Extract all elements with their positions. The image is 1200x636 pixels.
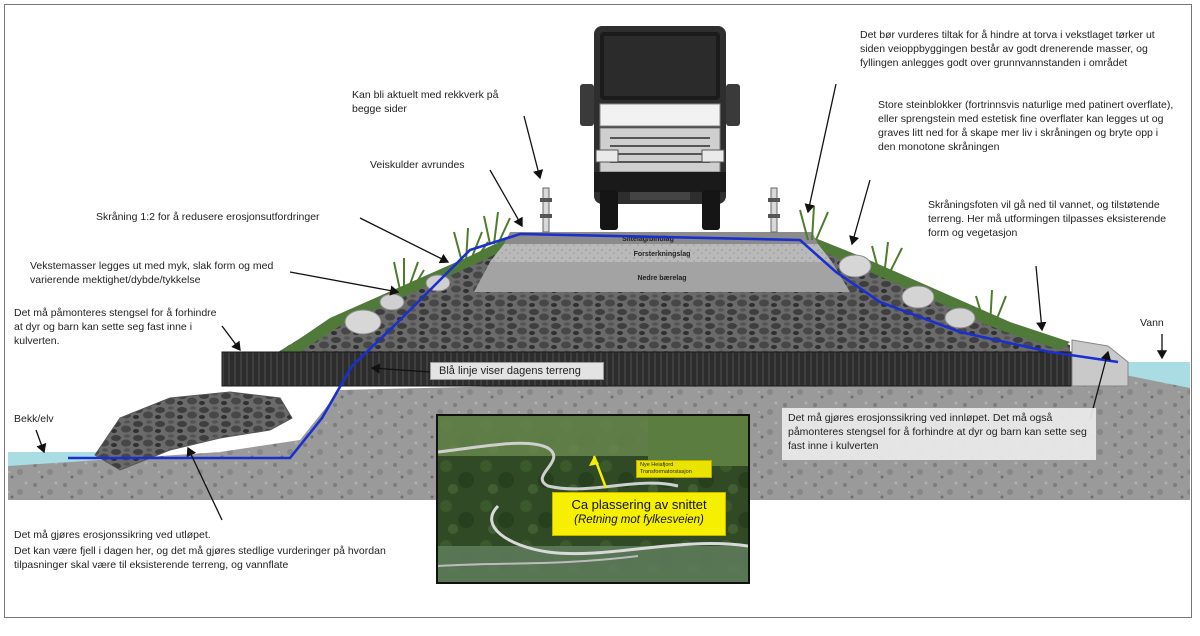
note-vekstemasser: Vekstemasser legges ut med myk, slak for…	[30, 260, 274, 286]
note-rekkverk: Kan bli aktuelt med rekkverk på begge si…	[352, 89, 499, 115]
note-torva: Det bør vurderes tiltak for å hindre at …	[860, 29, 1155, 69]
note-veiskulder: Veiskulder avrundes	[370, 159, 465, 171]
boulder	[838, 254, 872, 278]
note-innlop: Det må gjøres erosjonssikring ved innløp…	[782, 408, 1096, 460]
callout-title: Ca plassering av snittet	[571, 497, 707, 512]
baerelag-layer	[474, 262, 850, 292]
guard-rail-left	[540, 187, 552, 233]
note-steinblokker: Store steinblokker (fortrinnsvis naturli…	[878, 99, 1174, 153]
guard-rail-right	[768, 187, 780, 233]
location-callout: Ca plassering av snittet (Retning mot fy…	[552, 492, 726, 536]
layer-label-forsterkning: Forsterkningslag	[634, 251, 691, 258]
outlet-riprap	[94, 391, 293, 471]
note-utlop-2: Det kan være fjell i dagen her, og det m…	[14, 545, 386, 571]
boulder	[344, 309, 382, 335]
layer-label-baerelag: Nedre bærelag	[637, 275, 686, 282]
note-vann: Vann	[1140, 317, 1164, 329]
boulder	[901, 285, 935, 309]
note-utlop-1: Det må gjøres erosjonssikring ved utløpe…	[14, 529, 211, 541]
truck-front-view	[580, 26, 740, 230]
site-label: Nye Heiafjord Transformatorstasjon	[636, 460, 712, 478]
culvert-inlet-wall	[1071, 339, 1129, 387]
note-bekk: Bekk/elv	[14, 413, 54, 425]
boulder	[944, 307, 976, 329]
leader-arrows	[35, 83, 1168, 521]
note-skraning: Skråning 1:2 for å redusere erosjonsutfo…	[96, 211, 320, 223]
boulder	[379, 293, 405, 311]
culvert-pipe	[222, 352, 1072, 386]
location-map-inset: Nye Heiafjord Transformatorstasjon Ca pl…	[436, 414, 750, 584]
diagram-frame	[4, 4, 1192, 618]
blue-line-legend: Blå linje viser dagens terreng	[430, 362, 604, 380]
callout-subtitle: (Retning mot fylkesveien)	[574, 514, 704, 526]
forsterkning-layer	[490, 244, 832, 262]
note-stengsel: Det må påmonteres stengsel for å forhind…	[14, 307, 217, 347]
layer-label-top: Slitelag/bindlag	[622, 236, 674, 243]
existing-terrain-line	[68, 232, 1119, 460]
note-skraningsfoten: Skråningsfoten vil gå ned til vannet, og…	[928, 199, 1167, 239]
